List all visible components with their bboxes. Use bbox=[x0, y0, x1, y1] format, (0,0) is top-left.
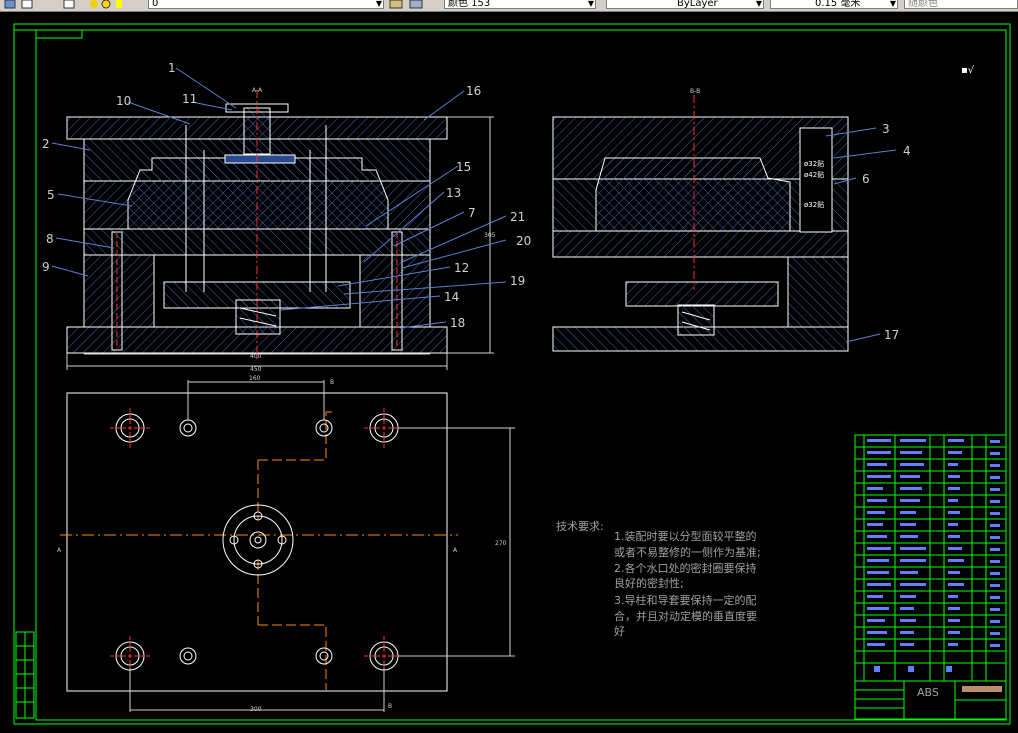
outer-frame bbox=[13, 23, 1011, 725]
callout-9: 9 bbox=[42, 260, 50, 274]
color-dropdown[interactable]: 颜色 153 ▼ bbox=[444, 0, 596, 9]
dim-400: 400 bbox=[250, 353, 262, 360]
material-label: ABS bbox=[917, 686, 939, 699]
inner-frame bbox=[35, 29, 1007, 721]
mark-b-bottom: B bbox=[388, 703, 392, 710]
dim-305: 305 bbox=[484, 232, 496, 239]
chevron-down-icon: ▼ bbox=[375, 0, 382, 8]
tech-line: 合，并且对动定模的垂直度要 bbox=[614, 610, 757, 623]
dim-160: 160 bbox=[249, 375, 261, 382]
callout-8: 8 bbox=[46, 232, 54, 246]
code-box bbox=[35, 29, 83, 39]
callout-3: 3 bbox=[882, 122, 890, 136]
lineweight-value: 0.15 毫米 bbox=[815, 0, 861, 9]
parts-list-table[interactable] bbox=[854, 434, 1007, 720]
title-block-stamp bbox=[962, 686, 1002, 692]
left-strip-boxes bbox=[15, 631, 35, 719]
section-bb-view[interactable] bbox=[552, 95, 849, 352]
layer-dropdown[interactable]: 0 ▼ bbox=[148, 0, 384, 9]
tech-line: 良好的密封性; bbox=[614, 577, 684, 590]
layer-properties-icon[interactable] bbox=[4, 0, 38, 10]
callout-19: 19 bbox=[510, 274, 525, 288]
chevron-down-icon: ▼ bbox=[587, 0, 594, 8]
layer-tools-icon[interactable] bbox=[388, 0, 432, 10]
linetype-value: ByLayer bbox=[677, 0, 718, 9]
dia-label-2: ø42贴 bbox=[804, 170, 824, 179]
tech-line: 2.各个水口处的密封圈要保持 bbox=[614, 562, 757, 575]
callout-5: 5 bbox=[47, 188, 55, 202]
color-value: 颜色 153 bbox=[448, 0, 491, 9]
tech-line: 1.装配时要以分型面较平整的 bbox=[614, 530, 757, 543]
cad-toolbar: 0 ▼ 颜色 153 ▼ ByLayer ▼ 0.15 毫米 ▼ 随颜色 bbox=[0, 0, 1018, 12]
callout-15: 15 bbox=[456, 160, 471, 174]
plotstyle-value: 随颜色 bbox=[908, 0, 938, 9]
callout-7: 7 bbox=[468, 206, 476, 220]
callout-11: 11 bbox=[182, 92, 197, 106]
dim-450: 450 bbox=[250, 366, 262, 373]
roughness-symbol: ▪√ bbox=[961, 65, 975, 76]
callout-2: 2 bbox=[42, 137, 50, 151]
chevron-down-icon: ▼ bbox=[755, 0, 762, 8]
plotstyle-dropdown[interactable]: 随颜色 bbox=[904, 0, 1018, 9]
callout-10: 10 bbox=[116, 94, 131, 108]
tech-line: 3.导柱和导套要保持一定的配 bbox=[614, 594, 757, 607]
drawing-canvas[interactable]: 1 2 3 4 5 6 7 8 9 10 11 12 13 14 15 16 1… bbox=[0, 12, 1018, 733]
dia-label-3: ø32贴 bbox=[804, 200, 824, 209]
layer-value: 0 bbox=[152, 0, 159, 9]
callout-13: 13 bbox=[446, 186, 461, 200]
parts-list-glyphs bbox=[867, 439, 1000, 672]
callout-18: 18 bbox=[450, 316, 465, 330]
dim-270: 270 bbox=[495, 540, 507, 547]
callout-lines bbox=[51, 67, 897, 343]
callout-17: 17 bbox=[884, 328, 899, 342]
callout-16: 16 bbox=[466, 84, 481, 98]
mark-a-right: A bbox=[453, 547, 458, 554]
mark-a-left: A bbox=[57, 547, 62, 554]
lineweight-dropdown[interactable]: 0.15 毫米 ▼ bbox=[770, 0, 898, 9]
callout-21: 21 bbox=[510, 210, 525, 224]
section-bb-label: B-B bbox=[690, 88, 700, 95]
callout-4: 4 bbox=[903, 144, 911, 158]
linetype-dropdown[interactable]: ByLayer ▼ bbox=[606, 0, 764, 9]
section-aa-view[interactable] bbox=[66, 90, 494, 370]
dim-300: 300 bbox=[250, 706, 262, 713]
chevron-down-icon: ▼ bbox=[889, 0, 896, 8]
section-aa-label: A-A bbox=[252, 87, 263, 94]
callout-1: 1 bbox=[168, 61, 176, 75]
tech-title: 技术要求: bbox=[556, 520, 604, 533]
dia-label-1: ø32贴 bbox=[804, 159, 824, 168]
layer-state-icons[interactable] bbox=[62, 0, 142, 10]
tech-line: 好 bbox=[614, 625, 625, 638]
plan-view[interactable] bbox=[60, 380, 515, 712]
callout-12: 12 bbox=[454, 261, 469, 275]
tech-line: 或者不易整修的一侧作为基准; bbox=[614, 546, 761, 559]
callout-6: 6 bbox=[862, 172, 870, 186]
callout-14: 14 bbox=[444, 290, 459, 304]
mark-b-top: B bbox=[330, 379, 334, 386]
callout-20: 20 bbox=[516, 234, 531, 248]
